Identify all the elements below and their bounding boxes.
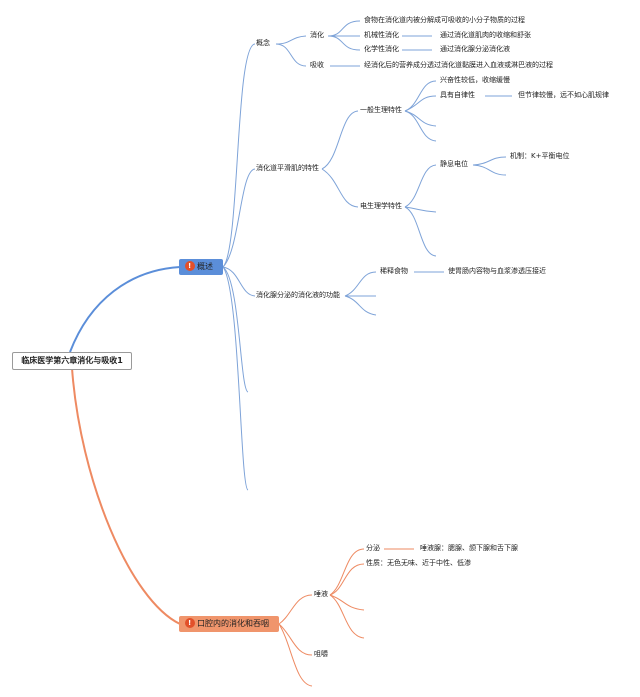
node-chemical-digestion[interactable]: 化学性消化: [364, 45, 399, 53]
branch-overview-label: 概述: [197, 262, 213, 271]
branch-oral-node[interactable]: 口腔内的消化和吞咽: [179, 615, 279, 632]
node-secretion-desc[interactable]: 唾液腺：腮腺、颌下腺和舌下腺: [420, 544, 518, 552]
root-to-oral-link: [71, 367, 181, 625]
branch-oral-label: 口腔内的消化和吞咽: [197, 619, 269, 628]
overview-empty-link-1: [222, 266, 249, 393]
node-chemical-desc[interactable]: 通过消化腺分泌消化液: [440, 45, 510, 53]
root-node[interactable]: 临床医学第六章消化与吸收1: [12, 352, 132, 370]
node-secretion[interactable]: 分泌: [366, 544, 380, 552]
node-automaticity[interactable]: 具有自律性: [440, 91, 475, 99]
node-smooth-muscle[interactable]: 消化道平滑肌的特性: [256, 164, 319, 172]
node-dilute-food[interactable]: 稀释食物: [380, 267, 408, 275]
node-automaticity-desc[interactable]: 但节律较慢，远不如心肌规律: [518, 91, 609, 99]
node-mechanical-digestion[interactable]: 机械性消化: [364, 31, 399, 39]
priority-icon: [185, 615, 195, 631]
priority-icon: [185, 258, 195, 274]
node-electrophysiology[interactable]: 电生理学特性: [360, 202, 402, 210]
node-saliva-properties[interactable]: 性质：无色无味、近于中性、低渗: [366, 559, 471, 567]
node-absorption-desc[interactable]: 经消化后的营养成分透过消化道黏膜进入血液或淋巴液的过程: [364, 61, 553, 69]
overview-empty-link-2: [222, 266, 249, 491]
overview-to-gland-link: [222, 266, 256, 297]
node-digestion[interactable]: 消化: [310, 31, 324, 39]
node-gland-function[interactable]: 消化腺分泌的消化液的功能: [256, 291, 340, 299]
node-mechanical-desc[interactable]: 通过消化道肌肉的收缩和舒张: [440, 31, 531, 39]
node-absorption[interactable]: 吸收: [310, 61, 324, 69]
node-general-properties[interactable]: 一般生理特性: [360, 106, 402, 114]
branch-overview-node[interactable]: 概述: [179, 258, 223, 275]
overview-to-smooth-muscle-link: [222, 168, 256, 268]
root-to-overview-link: [69, 266, 181, 353]
node-resting-potential[interactable]: 静息电位: [440, 160, 468, 168]
node-dilute-food-desc[interactable]: 使胃肠内容物与血浆渗透压接近: [448, 267, 546, 275]
node-saliva[interactable]: 唾液: [314, 590, 328, 598]
overview-to-concept-link: [222, 43, 256, 268]
node-concept[interactable]: 概念: [256, 39, 270, 47]
node-low-excitability[interactable]: 兴奋性较低，收缩缓慢: [440, 76, 510, 84]
node-mechanism[interactable]: 机制：K+平衡电位: [510, 152, 570, 160]
node-chewing[interactable]: 咀嚼: [314, 650, 328, 658]
node-digestion-desc[interactable]: 食物在消化道内被分解成可吸收的小分子物质的过程: [364, 16, 525, 24]
